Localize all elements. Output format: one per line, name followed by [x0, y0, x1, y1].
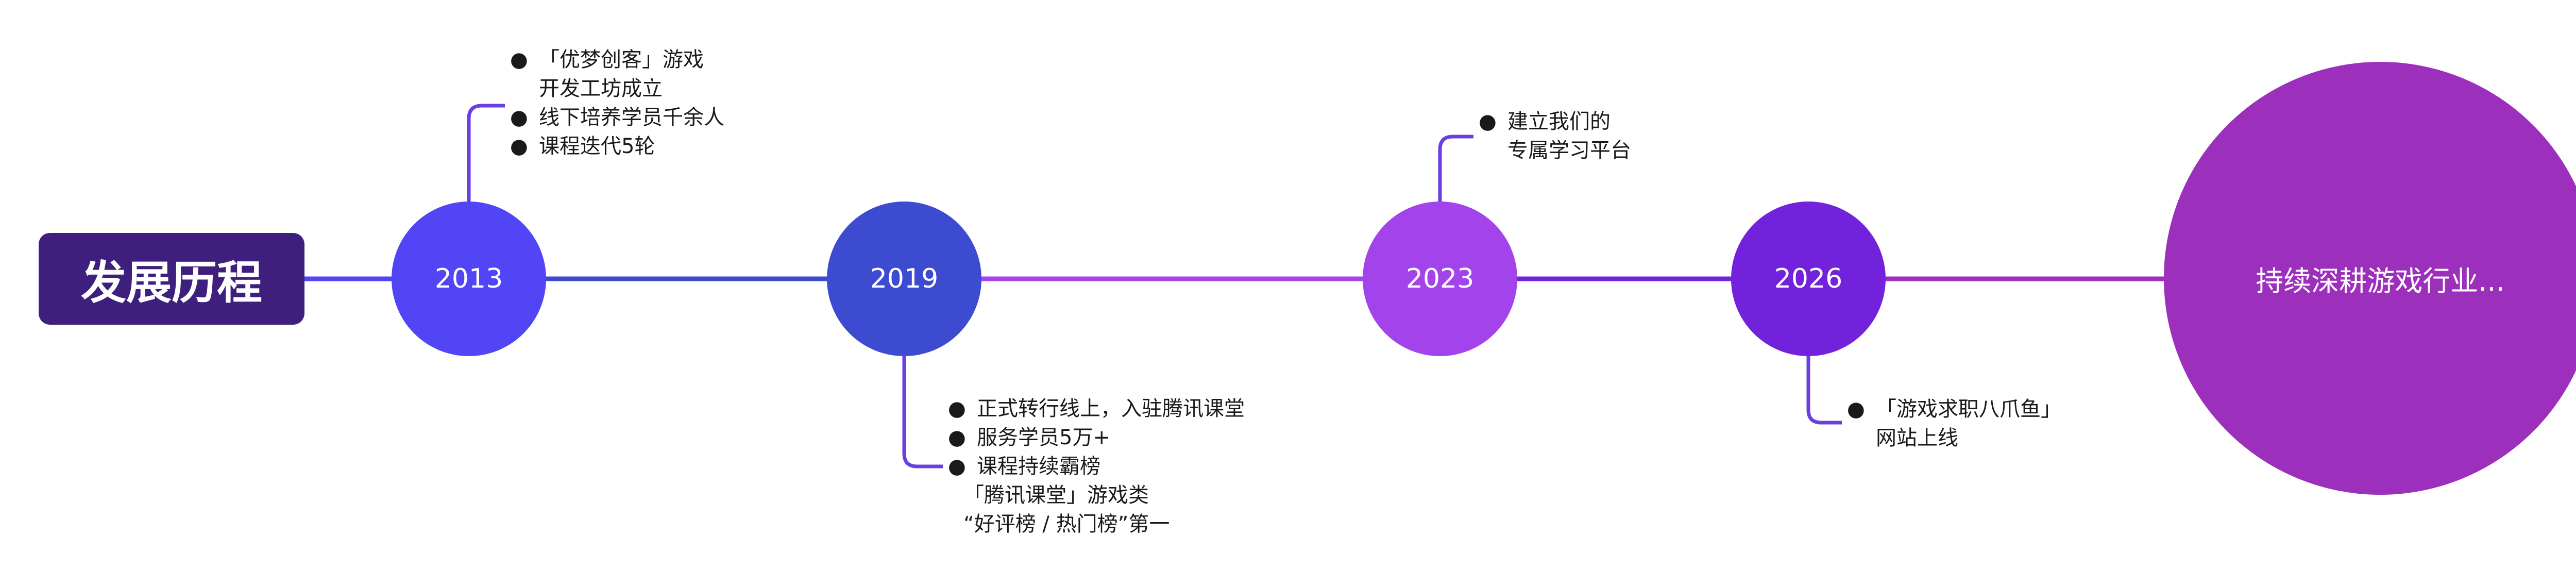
note-connector [1806, 356, 1842, 425]
bullet-icon: ● [948, 397, 966, 421]
note-text: 「游戏求职八爪鱼」 [1876, 397, 2061, 421]
bullet-icon: ● [1479, 110, 1497, 133]
bullet-icon: ● [510, 106, 528, 129]
note-2026: ● 「游戏求职八爪鱼」 网站上线 [1847, 395, 2061, 453]
note-text: 课程迭代5轮 [539, 135, 655, 158]
note-text: 专属学习平台 [1507, 139, 1631, 162]
note-text: 「腾讯课堂」游戏类 [963, 483, 1149, 507]
note-text: 建立我们的 [1507, 110, 1611, 133]
note-text: 开发工坊成立 [539, 77, 663, 101]
bullet-icon: ● [1847, 397, 1865, 421]
bullet-icon: ● [948, 455, 966, 478]
note-text: 课程持续霸榜 [977, 455, 1100, 478]
year-node-2013: 2013 [392, 202, 546, 356]
timeline-title: 发展历程 [39, 233, 304, 325]
year-node-2023: 2023 [1363, 202, 1517, 356]
note-text: 网站上线 [1876, 426, 1958, 450]
note-text: 线下培养学员千余人 [539, 106, 724, 129]
note-text: 「优梦创客」游戏 [539, 48, 704, 72]
year-node-2019: 2019 [827, 202, 981, 356]
bullet-icon: ● [948, 426, 966, 449]
note-text: 服务学员5万+ [977, 426, 1110, 449]
note-text: 正式转行线上，入驻腾讯课堂 [977, 397, 1245, 421]
bullet-icon: ● [510, 135, 528, 158]
future-node: 持续深耕游戏行业... [2164, 62, 2576, 495]
note-connector [1438, 135, 1473, 204]
note-text: “好评榜 / 热门榜”第一 [963, 512, 1170, 536]
note-connector [467, 104, 505, 204]
note-2023: ● 建立我们的 专属学习平台 [1479, 107, 1631, 165]
note-2019: ● 正式转行线上，入驻腾讯课堂 ● 服务学员5万+ ● 课程持续霸榜 「腾讯课堂」游戏… [948, 394, 1245, 539]
note-2013: ● 「优梦创客」游戏 开发工坊成立 ● 线下培养学员千余人 ● 课程迭代5轮 [510, 45, 724, 161]
year-node-2026: 2026 [1731, 202, 1886, 356]
note-connector [902, 356, 943, 468]
bullet-icon: ● [510, 48, 528, 72]
